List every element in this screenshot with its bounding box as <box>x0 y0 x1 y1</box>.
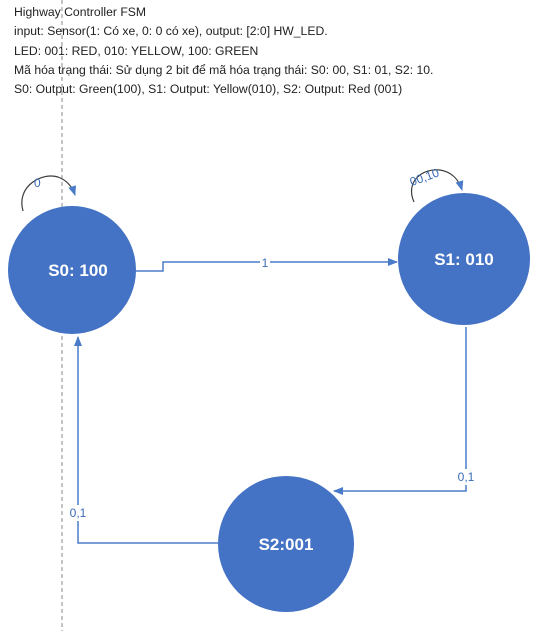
description-title: Highway Controller FSM <box>14 5 147 19</box>
transition-s1-to-s2-label-bg <box>455 469 477 485</box>
state-s0[interactable]: S0: 100 <box>8 206 136 334</box>
description-led-line: LED: 001: RED, 010: YELLOW, 100: GREEN <box>14 43 259 58</box>
transition-s2-to-s0-arrow <box>74 336 218 544</box>
transition-s0-to-s1-label: 1 <box>262 256 269 270</box>
state-s1-circle <box>398 193 530 325</box>
transition-s1-self-label: 00,10 <box>408 165 441 189</box>
transition-s1-self-arrow <box>411 169 464 203</box>
state-s2-label: S2:001 <box>259 535 314 554</box>
transition-s1-to-s2-arrow <box>333 327 467 495</box>
description-io-line: input: Sensor(1: Có xe, 0: 0 có xe), out… <box>14 24 328 39</box>
transition-s1-to-s2-label: 0,1 <box>458 470 475 484</box>
transition-s0-self-label: 0 <box>34 176 41 190</box>
description-encoding-line: Mã hóa trạng thái: Sử dụng 2 bit để mã h… <box>14 62 434 77</box>
transition-s0-to-s1[interactable]: 1 <box>136 255 398 272</box>
fsm-description: Highway Controller FSM input: Sensor(1: … <box>14 3 433 99</box>
transition-s0-self-arrow <box>21 175 76 212</box>
state-s1-label: S1: 010 <box>434 250 494 269</box>
transition-s2-to-s0[interactable]: 0,1 <box>66 336 218 544</box>
transition-s2-to-s0-label-bg <box>66 505 90 521</box>
state-s1[interactable]: S1: 010 <box>398 193 530 325</box>
transition-s2-to-s0-label: 0,1 <box>70 506 87 520</box>
state-s0-circle <box>8 206 136 334</box>
transition-s1-to-s2[interactable]: 0,1 <box>333 327 477 495</box>
description-outputs-line: S0: Output: Green(100), S1: Output: Yell… <box>14 82 403 97</box>
state-s2-circle <box>218 476 354 612</box>
transition-s0-self[interactable]: 0 <box>21 175 76 212</box>
transition-s0-to-s1-arrow <box>136 258 398 272</box>
transition-s0-to-s1-label-bg <box>260 255 270 269</box>
state-s0-label: S0: 100 <box>48 261 108 280</box>
state-s2[interactable]: S2:001 <box>218 476 354 612</box>
